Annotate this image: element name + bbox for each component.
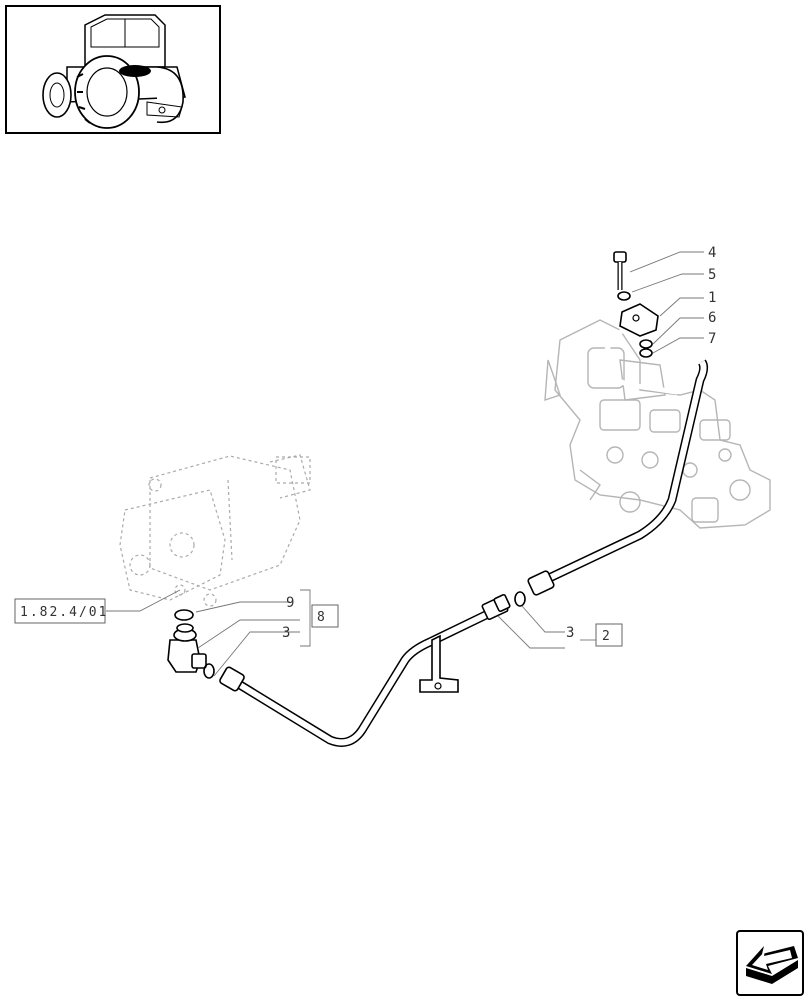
o-ring-left bbox=[203, 663, 215, 679]
callout-6: 6 bbox=[708, 310, 716, 326]
reference-box-2[interactable]: 2 bbox=[595, 623, 623, 647]
callout-3-right: 3 bbox=[566, 625, 574, 641]
o-ring-right bbox=[514, 591, 526, 607]
leader-lines bbox=[106, 251, 704, 677]
control-valve-ghost bbox=[544, 319, 771, 529]
elbow-fitting bbox=[167, 609, 207, 673]
reference-box-8[interactable]: 8 bbox=[311, 604, 339, 628]
callout-9: 9 bbox=[286, 595, 294, 611]
tractor-icon bbox=[42, 14, 186, 129]
callout-7: 7 bbox=[708, 331, 716, 347]
callout-5: 5 bbox=[708, 267, 716, 283]
flange-assembly bbox=[613, 251, 659, 358]
callout-4: 4 bbox=[708, 245, 716, 261]
tractor-thumbnail bbox=[5, 5, 221, 134]
back-navigation-button[interactable] bbox=[736, 930, 804, 996]
pressure-pipe bbox=[219, 593, 511, 747]
reference-8-label[interactable]: 8 bbox=[317, 610, 327, 625]
reference-label[interactable]: 1.82.4/01 bbox=[20, 605, 108, 620]
callout-1: 1 bbox=[708, 290, 716, 306]
hydraulic-pump-ghost bbox=[119, 454, 311, 607]
reference-2-label[interactable]: 2 bbox=[602, 629, 612, 644]
hydraulic-pipe bbox=[527, 321, 709, 596]
callout-3-left: 3 bbox=[282, 625, 290, 641]
reference-link-group[interactable]: 1.82.4/01 bbox=[14, 598, 108, 624]
arrow-back-icon bbox=[746, 946, 798, 984]
